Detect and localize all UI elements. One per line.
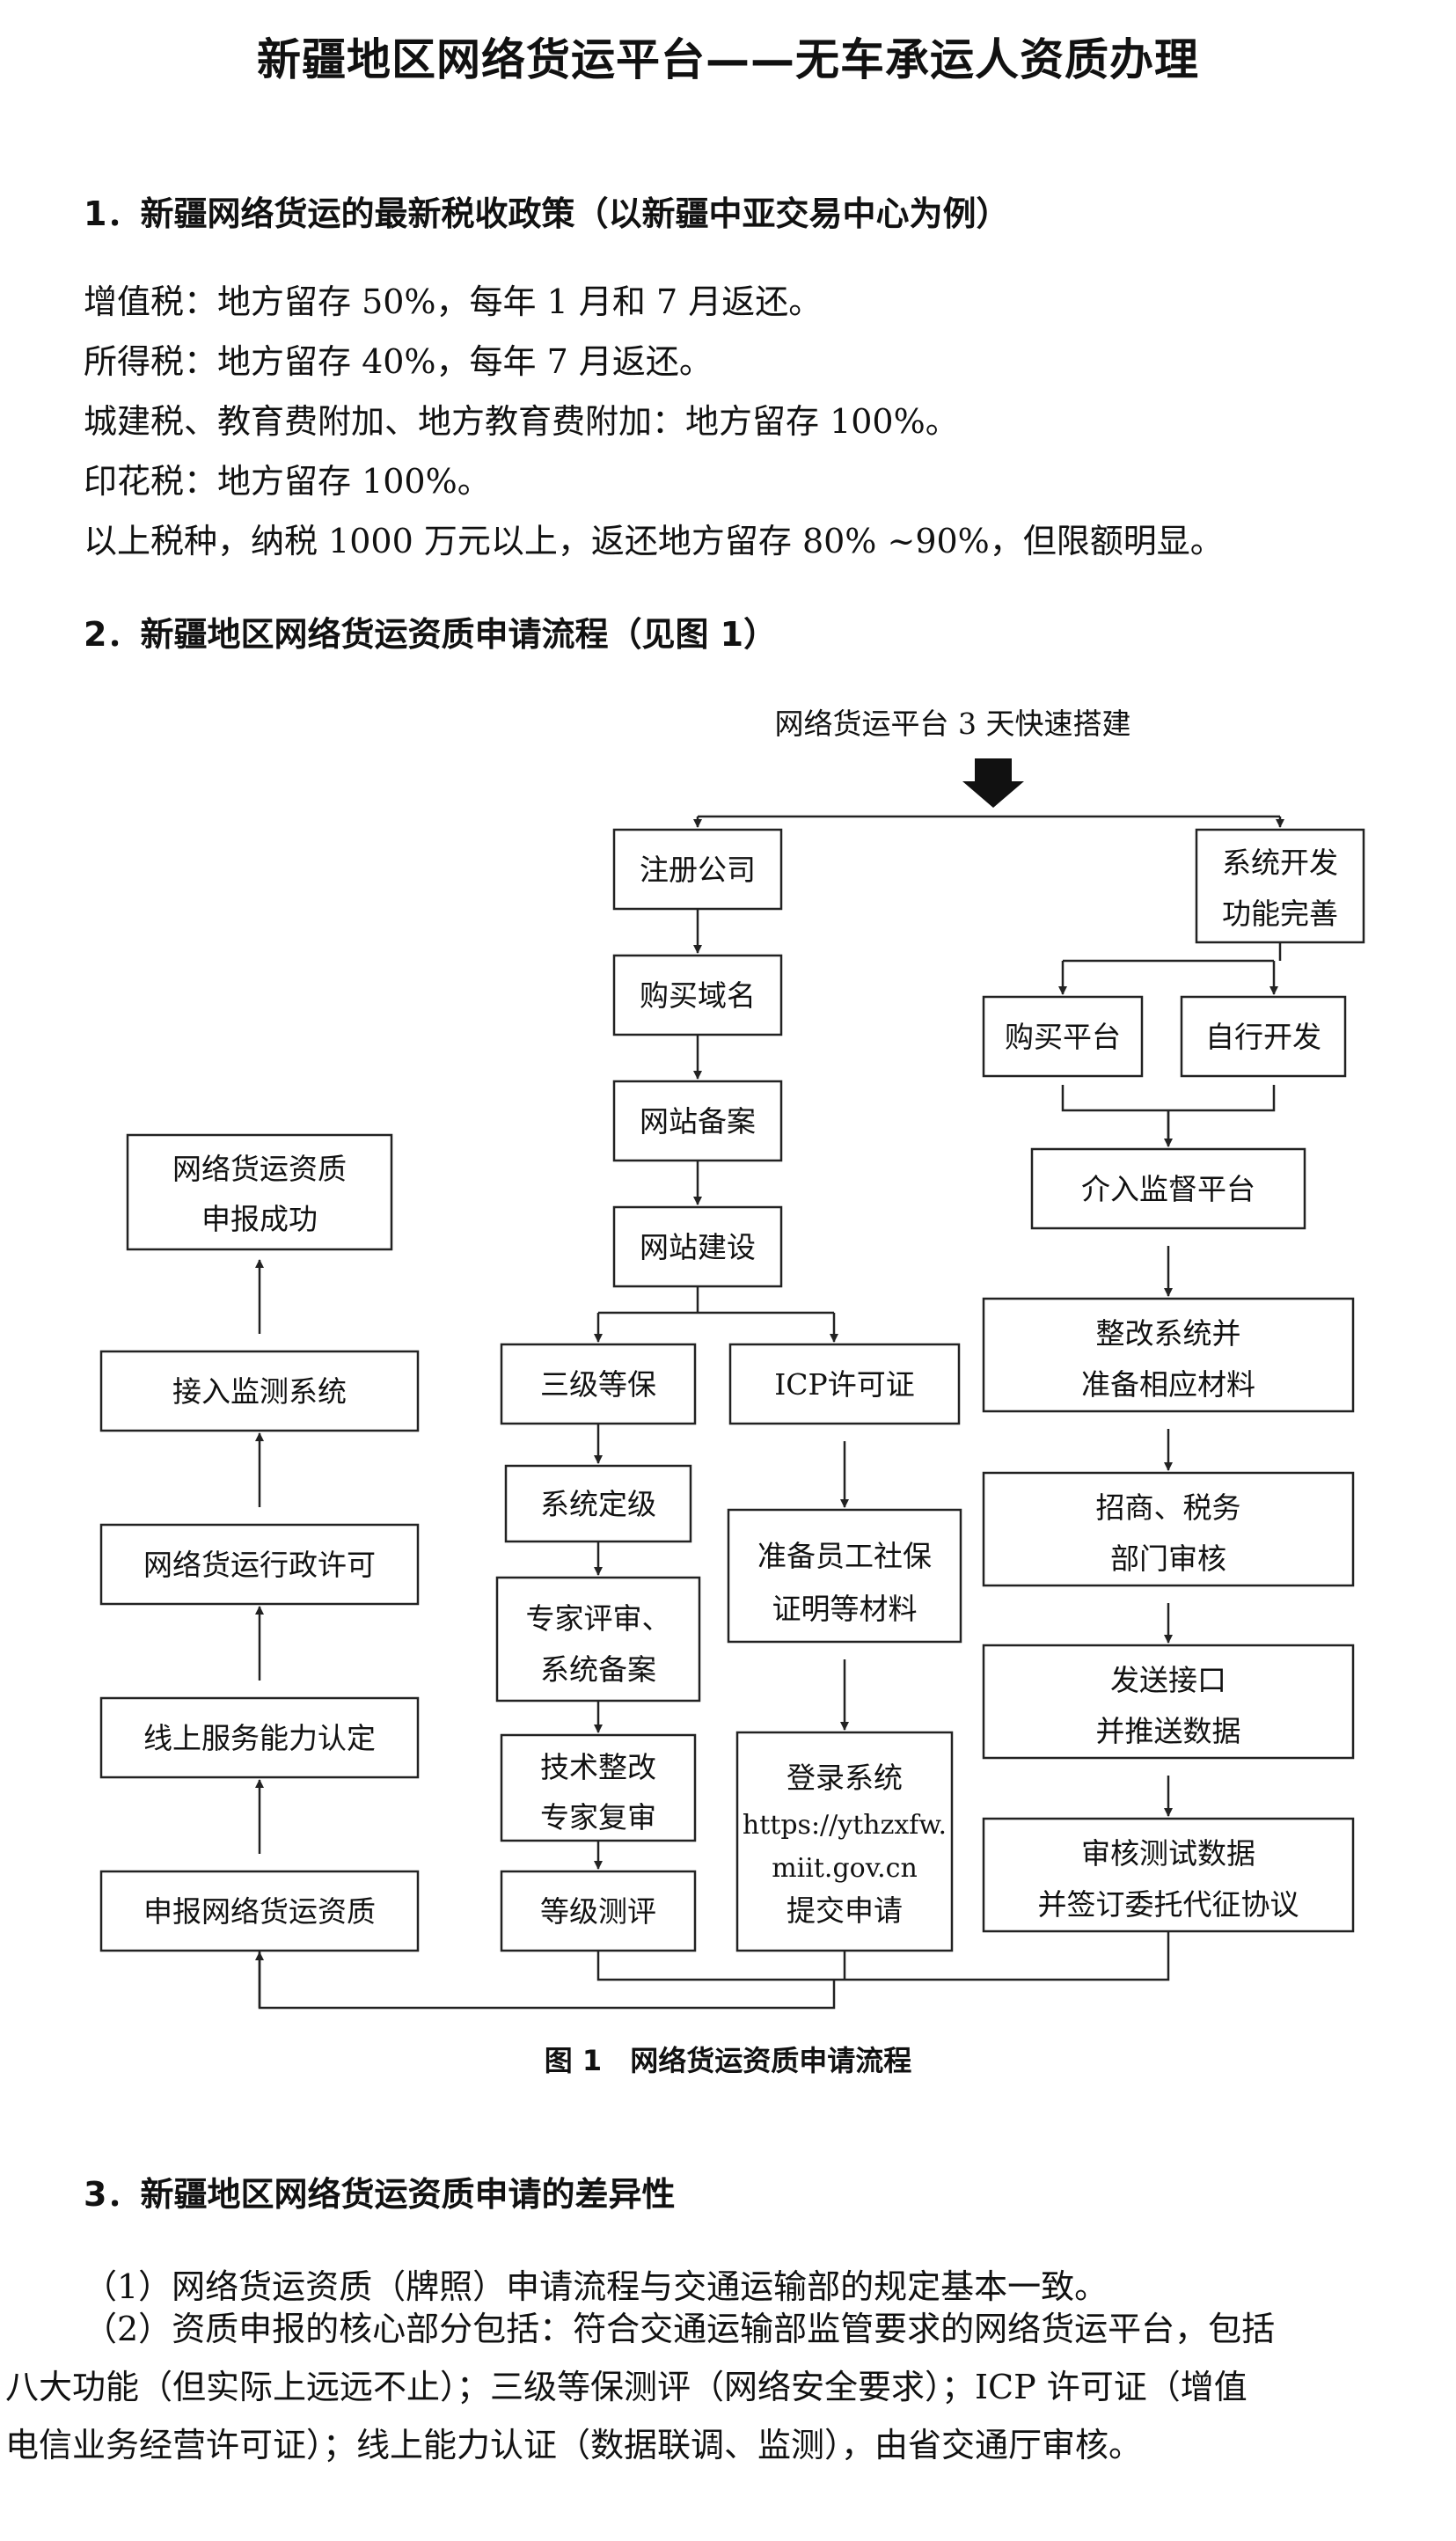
buy-platform-label: 购买平台	[1005, 1020, 1121, 1054]
tax-line-income: 所得税：地方留存 40%，每年 7 月返还。	[84, 342, 713, 381]
icp-license-label: ICP许可证	[774, 1367, 915, 1402]
box-icp-license	[728, 1343, 961, 1425]
login-system-url2: miit.gov.cn	[772, 1853, 918, 1884]
review-test-data-line1: 审核测试数据	[1081, 1836, 1255, 1871]
tech-rectify-line2: 专家复审	[540, 1800, 656, 1834]
box-declare-success	[126, 1133, 393, 1251]
rectify-prepare-line1: 整改系统并	[1096, 1316, 1241, 1351]
investment-tax-review-line2: 部门审核	[1110, 1541, 1226, 1576]
register-company-label: 注册公司	[640, 853, 756, 887]
box-buy-platform	[982, 995, 1144, 1078]
online-service-cert-label: 线上服务能力认定	[143, 1721, 376, 1755]
declare-success-line2: 申报成功	[201, 1202, 318, 1236]
website-filing-label: 网站备案	[640, 1104, 756, 1139]
expert-review-line1: 专家评审、	[526, 1601, 671, 1636]
login-system-url1: https://ythzxfw.	[743, 1810, 947, 1841]
send-interface-line2: 并推送数据	[1096, 1714, 1241, 1748]
section3-p2-line3: 电信业务经营许可证）；线上能力认证（数据联调、监测），由省交通厅审核。	[5, 2426, 1143, 2464]
section3-heading: 3．新疆地区网络货运资质申请的差异性	[84, 2175, 676, 2214]
box-send-interface	[982, 1644, 1355, 1760]
box-rectify-prepare	[982, 1297, 1355, 1413]
tax-line-vat: 增值税：地方留存 50%，每年 1 月和 7 月返还。	[84, 282, 823, 321]
system-dev-line1: 系统开发	[1222, 846, 1338, 880]
sysdev-split-line	[1063, 942, 1282, 963]
system-grading-label: 系统定级	[540, 1487, 656, 1521]
box-join-supervision	[1030, 1147, 1306, 1230]
box-website-build	[612, 1205, 783, 1288]
box-self-develop	[1180, 995, 1347, 1078]
box-register-company	[612, 828, 783, 911]
box-expert-review	[495, 1576, 701, 1703]
box-system-grading	[504, 1464, 692, 1543]
flowchart: 网络货运平台 3 天快速搭建 注册公司 购买域名 网站备案 网站建设 三级等保 …	[99, 707, 1365, 2010]
build-split-line	[598, 1286, 834, 1314]
box-investment-tax-review	[982, 1471, 1355, 1587]
prepare-social-security-line2: 证明等材料	[772, 1592, 918, 1626]
tax-line-summary: 以上税种，纳税 1000 万元以上，返还地方留存 80% ~90%，但限额明显。	[84, 522, 1224, 560]
level3-protection-label: 三级等保	[540, 1367, 656, 1402]
buy-domain-label: 购买域名	[640, 978, 756, 1013]
flow-top-label: 网络货运平台 3 天快速搭建	[775, 707, 1131, 741]
box-website-filing	[612, 1080, 783, 1162]
box-tech-rectify	[500, 1733, 697, 1842]
section3-p2: （2）资质申报的核心部分包括：符合交通运输部监管要求的网络货运平台，包括 八大功…	[0, 2300, 1443, 2474]
expert-review-line2: 系统备案	[540, 1652, 656, 1687]
review-test-data-line2: 并签订委托代征协议	[1038, 1887, 1299, 1922]
website-build-label: 网站建设	[640, 1230, 756, 1264]
box-grade-evaluation	[500, 1870, 697, 1952]
send-interface-line1: 发送接口	[1110, 1663, 1226, 1697]
tax-line-urban: 城建税、教育费附加、地方教育费附加：地方留存 100%。	[84, 402, 959, 441]
grade-evaluation-label: 等级测评	[540, 1894, 656, 1929]
box-admin-license	[99, 1523, 420, 1606]
tax-line-stamp: 印花税：地方留存 100%。	[84, 462, 491, 501]
self-develop-label: 自行开发	[1205, 1020, 1321, 1054]
connect-monitoring-label: 接入监测系统	[172, 1374, 347, 1409]
box-connect-monitoring	[99, 1350, 420, 1432]
section3-p2-line1: （2）资质申报的核心部分包括：符合交通运输部监管要求的网络货运平台，包括	[84, 2310, 1276, 2348]
section3-p1: （1）网络货运资质（牌照）申请流程与交通运输部的规定基本一致。	[84, 2267, 1108, 2306]
section2-heading: 2．新疆地区网络货运资质申请流程（见图 1）	[84, 615, 778, 654]
box-level3-protection	[500, 1343, 697, 1425]
declare-success-line1: 网络货运资质	[172, 1152, 347, 1186]
figure-caption: 图 1 网络货运资质申请流程	[544, 2044, 912, 2077]
tech-rectify-line1: 技术整改	[540, 1750, 656, 1784]
rectify-prepare-line2: 准备相应材料	[1081, 1367, 1255, 1402]
section3-p2-line2: 八大功能（但实际上远远不止）；三级等保测评（网络安全要求）；ICP 许可证（增值	[5, 2368, 1247, 2406]
admin-license-label: 网络货运行政许可	[143, 1548, 376, 1582]
prepare-social-security-line1: 准备员工社保	[757, 1539, 932, 1573]
investment-tax-review-line1: 招商、税务	[1096, 1490, 1241, 1525]
join-supervision-label: 介入监督平台	[1081, 1172, 1255, 1206]
login-system-line4: 提交申请	[787, 1893, 903, 1928]
system-dev-line2: 功能完善	[1222, 897, 1338, 931]
section1-heading: 1．新疆网络货运的最新税收政策（以新疆中亚交易中心为例）	[84, 194, 1010, 233]
box-online-service-cert	[99, 1696, 420, 1779]
box-login-system	[735, 1731, 954, 1952]
box-declare-qualification	[99, 1870, 420, 1952]
declare-qualification-label: 申报网络货运资质	[143, 1894, 376, 1929]
page-title: 新疆地区网络货运平台——无车承运人资质办理	[257, 34, 1199, 85]
box-prepare-social-security	[727, 1508, 962, 1644]
login-system-line1: 登录系统	[787, 1761, 903, 1795]
big-down-arrow-icon	[962, 758, 1024, 808]
